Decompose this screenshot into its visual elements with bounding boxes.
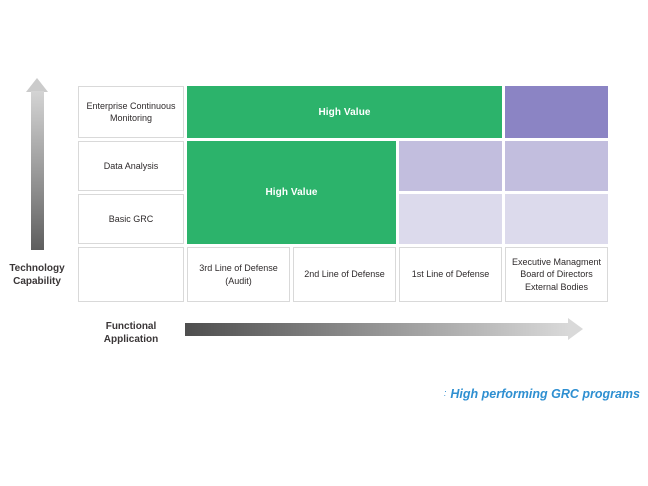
y-axis-label-line: Capability [13, 276, 61, 287]
high-value-zone-top: High Value [187, 86, 502, 138]
y-axis-label: Technology Capability [2, 262, 72, 288]
cell-purple-dark [505, 86, 608, 138]
y-axis-label-line: Technology [9, 263, 65, 274]
column-header-executive-management: Executive Managment Board of Directors E… [505, 247, 608, 302]
column-header-1st-line-of-defense: 1st Line of Defense [399, 247, 502, 302]
footnote-text: High performing GRC programs [450, 387, 640, 401]
capability-matrix: Enterprise Continuous Monitoring Data An… [78, 86, 608, 302]
cell-purple-light [505, 194, 608, 244]
footnote: :High performing GRC programs [444, 387, 640, 401]
footnote-marker: : [443, 388, 447, 398]
x-axis-label-line: Functional [105, 321, 157, 332]
high-value-label: High Value [265, 187, 318, 198]
up-arrow-head [26, 78, 48, 92]
right-arrow-head [568, 318, 583, 340]
x-axis-label: Functional Application [98, 320, 164, 346]
high-value-zone-main: High Value [187, 141, 396, 244]
up-arrow-shaft [31, 91, 44, 250]
cell-purple-light [399, 194, 502, 244]
row-label-basic-grc: Basic GRC [78, 194, 184, 244]
cell-purple-mid [505, 141, 608, 191]
x-axis-label-line: Application [103, 334, 159, 345]
corner-empty-cell [78, 247, 184, 302]
right-arrow-shaft [185, 323, 569, 336]
column-header-2nd-line-of-defense: 2nd Line of Defense [293, 247, 396, 302]
high-value-label: High Value [318, 106, 371, 118]
cell-purple-mid [399, 141, 502, 191]
row-label-enterprise-continuous-monitoring: Enterprise Continuous Monitoring [78, 86, 184, 138]
column-header-3rd-line-of-defense: 3rd Line of Defense (Audit) [187, 247, 290, 302]
row-label-data-analysis: Data Analysis [78, 141, 184, 191]
